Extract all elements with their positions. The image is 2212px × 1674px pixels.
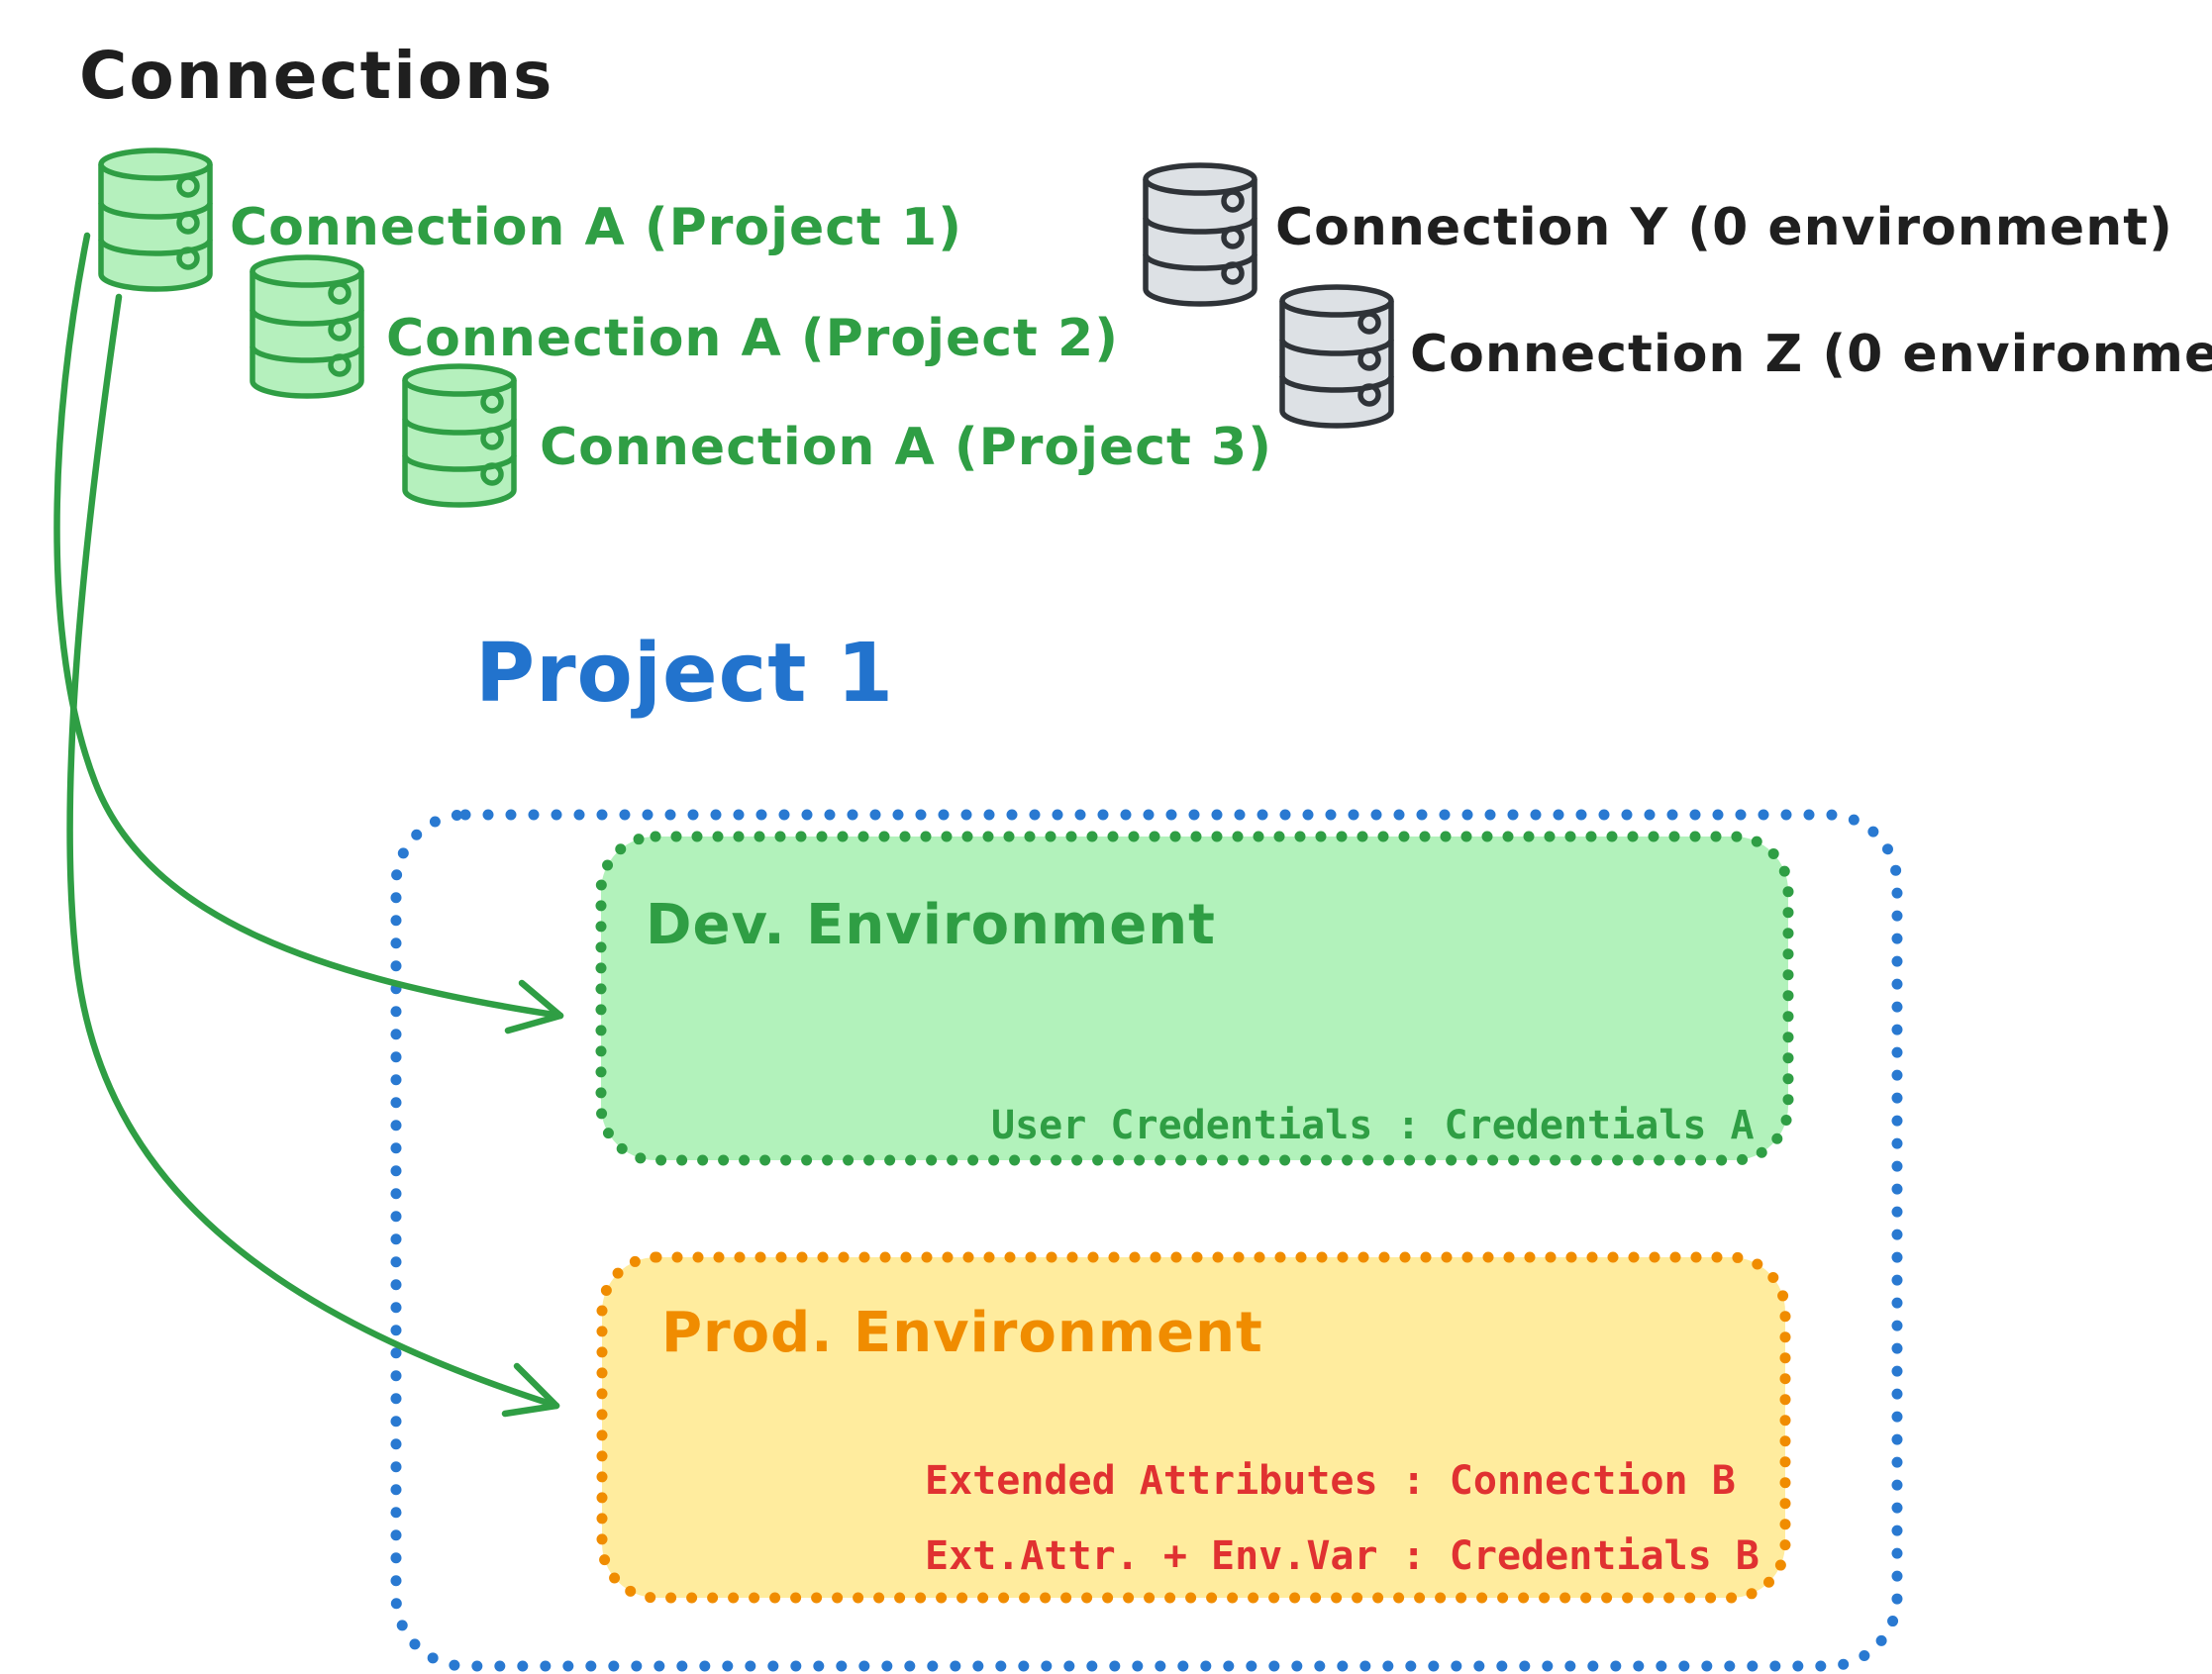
- database-icon-connection-a-project-2: [252, 257, 361, 396]
- connection-y-label: Connection Y (0 environment): [1275, 198, 2173, 257]
- arrow-to-prod-environment: [66, 293, 560, 1410]
- project-1-title: Project 1: [475, 627, 895, 721]
- dev-environment-box: [595, 831, 1794, 1166]
- prod-environment-mapping-line-2: Ext.Attr. + Env.Var : Credentials B: [925, 1533, 1760, 1579]
- database-icon-connection-a-project-1: [101, 150, 210, 289]
- arrow-to-prod-environment-head: [501, 1362, 560, 1418]
- database-icon-connection-a-project-3: [405, 366, 514, 505]
- dev-environment-title: Dev. Environment: [646, 893, 1216, 957]
- connection-a-project-1-label: Connection A (Project 1): [230, 198, 962, 257]
- database-icon-connection-z: [1282, 287, 1391, 426]
- database-icon-connection-y: [1146, 165, 1255, 304]
- arrow-to-dev-environment: [53, 232, 564, 1020]
- connection-z-label: Connection Z (0 environment): [1410, 325, 2212, 384]
- connections-title: Connections: [79, 38, 554, 114]
- prod-environment-title: Prod. Environment: [661, 1301, 1263, 1365]
- arrow-to-dev-environment-head: [504, 979, 564, 1034]
- prod-environment-box: [596, 1251, 1791, 1604]
- prod-environment-mappings: Extended Attributes : Connection B Ext.A…: [925, 1443, 1760, 1594]
- dev-environment-credentials-mapping: User Credentials : Credentials A: [991, 1103, 1755, 1148]
- connection-a-project-2-label: Connection A (Project 2): [386, 309, 1119, 368]
- connection-a-project-3-label: Connection A (Project 3): [540, 418, 1272, 477]
- project-1-box-border: [390, 809, 1903, 1672]
- prod-environment-mapping-line-1: Extended Attributes : Connection B: [925, 1458, 1736, 1504]
